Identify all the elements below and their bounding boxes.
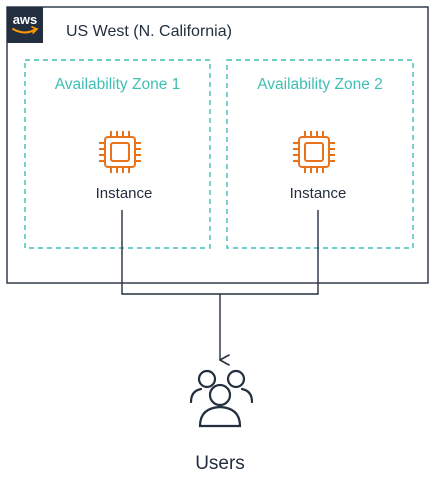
connector-instance-2 <box>220 210 319 295</box>
region-border <box>6 6 429 284</box>
availability-zone-1: Availability Zone 1 Instance <box>24 59 211 249</box>
region-container: aws US West (N. California) <box>6 6 429 284</box>
aws-logo: aws <box>7 7 43 43</box>
availability-zone-2: Availability Zone 2 Instance <box>226 59 414 249</box>
zone-2-border <box>226 59 414 249</box>
ec2-instance-icon <box>293 131 335 173</box>
connectors <box>121 210 319 360</box>
zone-1-label: Availability Zone 1 <box>55 76 181 93</box>
instance-2-label: Instance <box>290 185 347 202</box>
zone-2-label: Availability Zone 2 <box>257 76 383 93</box>
aws-logo-text: aws <box>13 12 38 27</box>
region-label: US West (N. California) <box>66 23 232 40</box>
connector-instance-1 <box>121 210 220 295</box>
aws-smile-icon <box>12 28 37 34</box>
users-icon <box>189 369 254 428</box>
users-label: Users <box>195 453 245 474</box>
zone-1-border <box>24 59 211 249</box>
instance-1-label: Instance <box>96 185 153 202</box>
ec2-instance-icon <box>99 131 141 173</box>
